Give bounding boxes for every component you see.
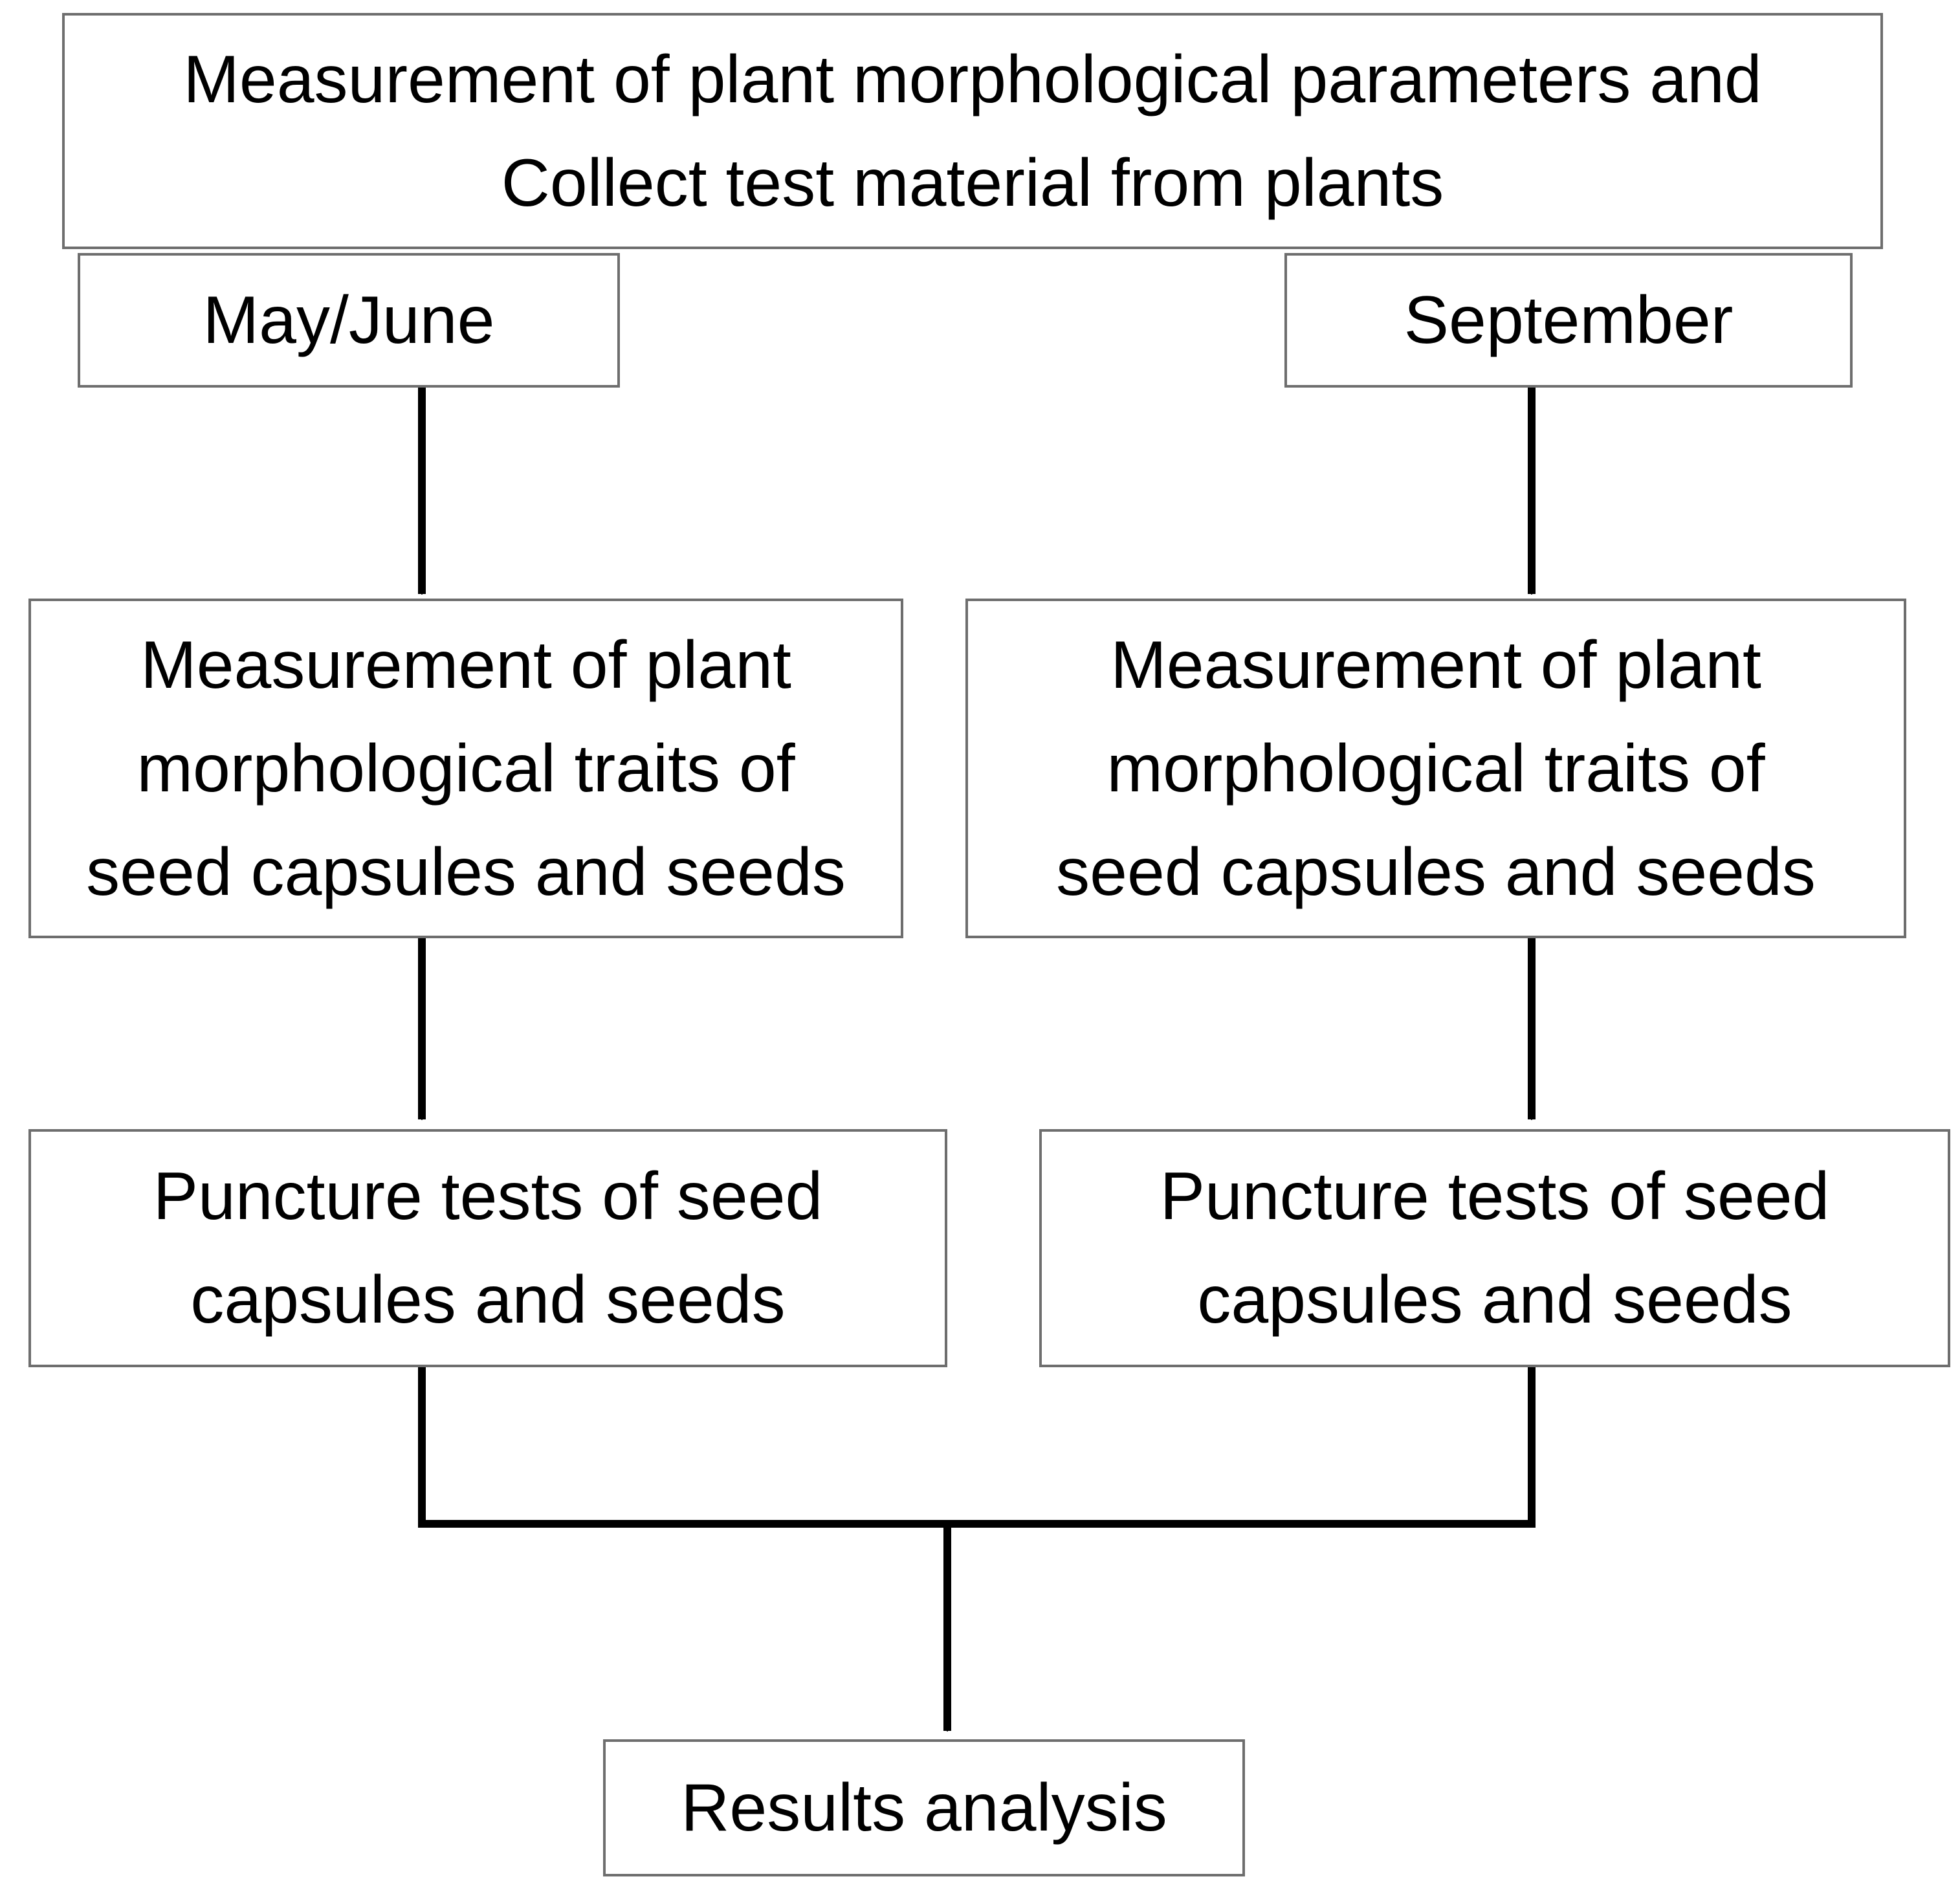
results-analysis-label: Results analysis — [681, 1770, 1167, 1845]
left-puncture-box: Puncture tests of seed capsules and seed… — [28, 1129, 947, 1367]
left-measurement-line-1: Measurement of plant — [140, 627, 791, 703]
right-measurement-line-1: Measurement of plant — [1110, 627, 1761, 703]
right-puncture-line-1: Puncture tests of seed — [1160, 1159, 1830, 1234]
label-box-may-june: May/June — [78, 253, 620, 388]
left-measurement-box: Measurement of plant morphological trait… — [28, 599, 903, 938]
left-puncture-line-1: Puncture tests of seed — [153, 1159, 823, 1234]
left-puncture-line-2: capsules and seeds — [190, 1262, 786, 1337]
top-box-line-1: Measurement of plant morphological param… — [183, 41, 1762, 117]
left-measurement-line-3: seed capsules and seeds — [86, 834, 846, 910]
results-analysis-box: Results analysis — [603, 1739, 1245, 1876]
left-measurement-line-2: morphological traits of — [137, 731, 795, 806]
label-may-june: May/June — [203, 283, 495, 358]
top-box-measurement-and-collection: Measurement of plant morphological param… — [62, 13, 1883, 249]
right-measurement-line-3: seed capsules and seeds — [1056, 834, 1816, 910]
label-box-september: September — [1284, 253, 1853, 388]
merge-line-left — [418, 1365, 949, 1528]
merge-line-right — [945, 1365, 1536, 1528]
right-puncture-line-2: capsules and seeds — [1197, 1262, 1792, 1337]
right-measurement-box: Measurement of plant morphological trait… — [965, 599, 1906, 938]
right-puncture-box: Puncture tests of seed capsules and seed… — [1039, 1129, 1950, 1367]
right-measurement-line-2: morphological traits of — [1107, 731, 1765, 806]
top-box-line-2: Collect test material from plants — [501, 145, 1444, 221]
label-september: September — [1404, 283, 1734, 358]
